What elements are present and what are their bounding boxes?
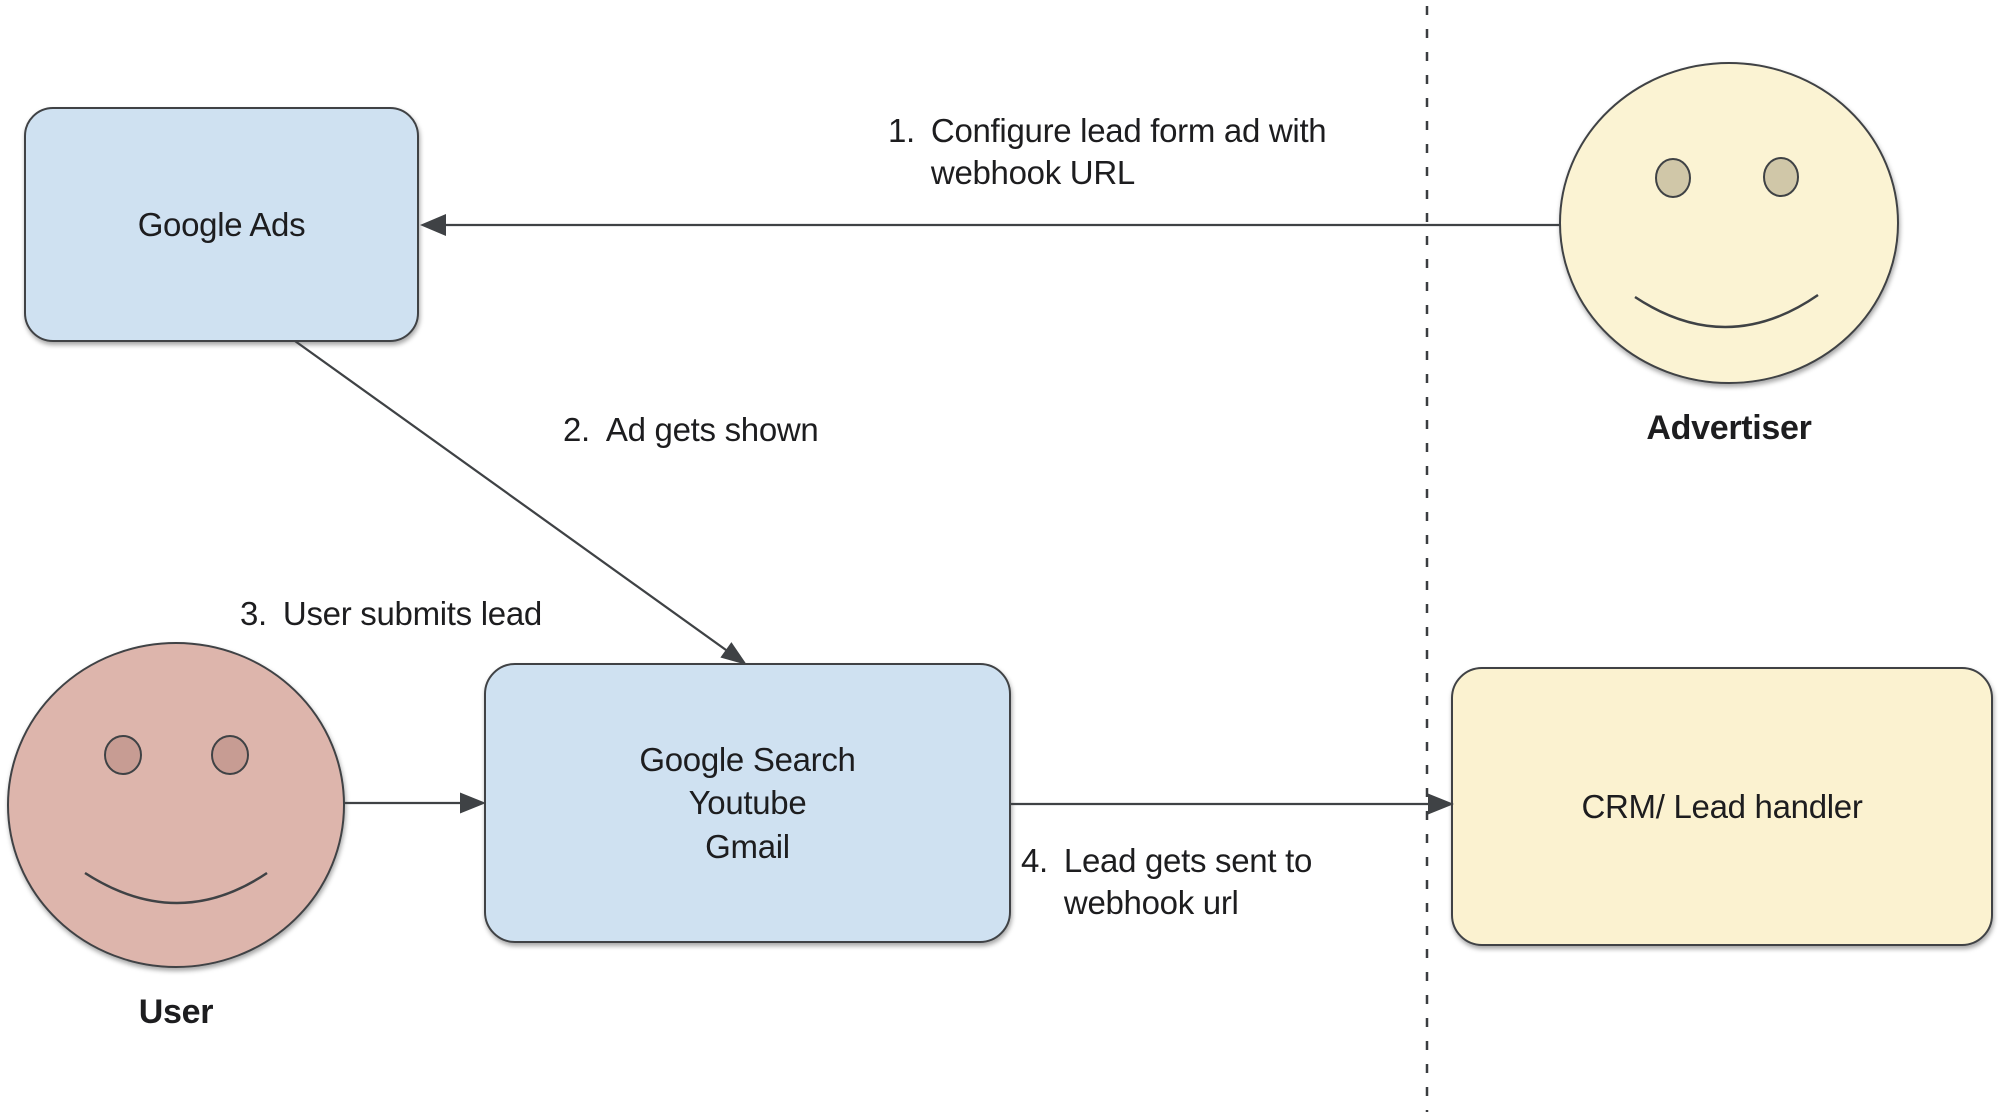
arrow-step1-configure [420,214,1561,236]
step2-number: 2. [563,411,590,448]
step4-line1: Lead gets sent to [1063,842,1313,879]
step3-annotation: 3. User submits lead [240,593,542,635]
google-ads-box [24,107,419,342]
advertiser-face [1559,62,1899,384]
crm-box [1451,667,1993,946]
advertiser-eye-left [1655,158,1691,198]
advertiser-eye-right [1763,157,1799,197]
step1-number: 1. [888,112,915,149]
step3-number: 3. [240,595,267,632]
advertiser-smile [1634,293,1819,329]
user-face [7,642,345,968]
user-label-text: User [138,992,214,1031]
user-label: User [0,991,376,1033]
step2-line1: Ad gets shown [605,411,819,448]
user-smile [84,871,268,905]
user-eye-left [104,735,142,775]
arrow-step4-webhook [1010,793,1454,815]
step1-line2: webhook URL [930,154,1135,191]
advertiser-label-text: Advertiser [1646,408,1812,447]
arrowhead-left-icon [420,214,446,236]
step2-annotation: 2. Ad gets shown [563,409,819,451]
platforms-box [484,663,1011,943]
advertiser-label: Advertiser [1529,407,1929,449]
step4-annotation: 4. Lead gets sent to webhook url [1021,840,1312,924]
advertiser-smiley-face-icon [1559,62,1899,384]
arrow-step3-submit-lead [344,792,486,814]
arrowhead-diagonal-icon [720,642,747,665]
step4-line2: webhook url [1063,884,1239,921]
user-eye-right [211,735,249,775]
step1-annotation: 1. Configure lead form ad with webhook U… [888,110,1327,194]
user-smiley-face-icon [7,642,345,968]
step1-line1: Configure lead form ad with [930,112,1327,149]
step4-number: 4. [1021,842,1048,879]
arrow-step2-ad-shown [294,340,747,665]
arrowhead-right-icon [1428,793,1454,815]
arrowhead-right-icon [460,792,486,814]
step3-line1: User submits lead [282,595,542,632]
